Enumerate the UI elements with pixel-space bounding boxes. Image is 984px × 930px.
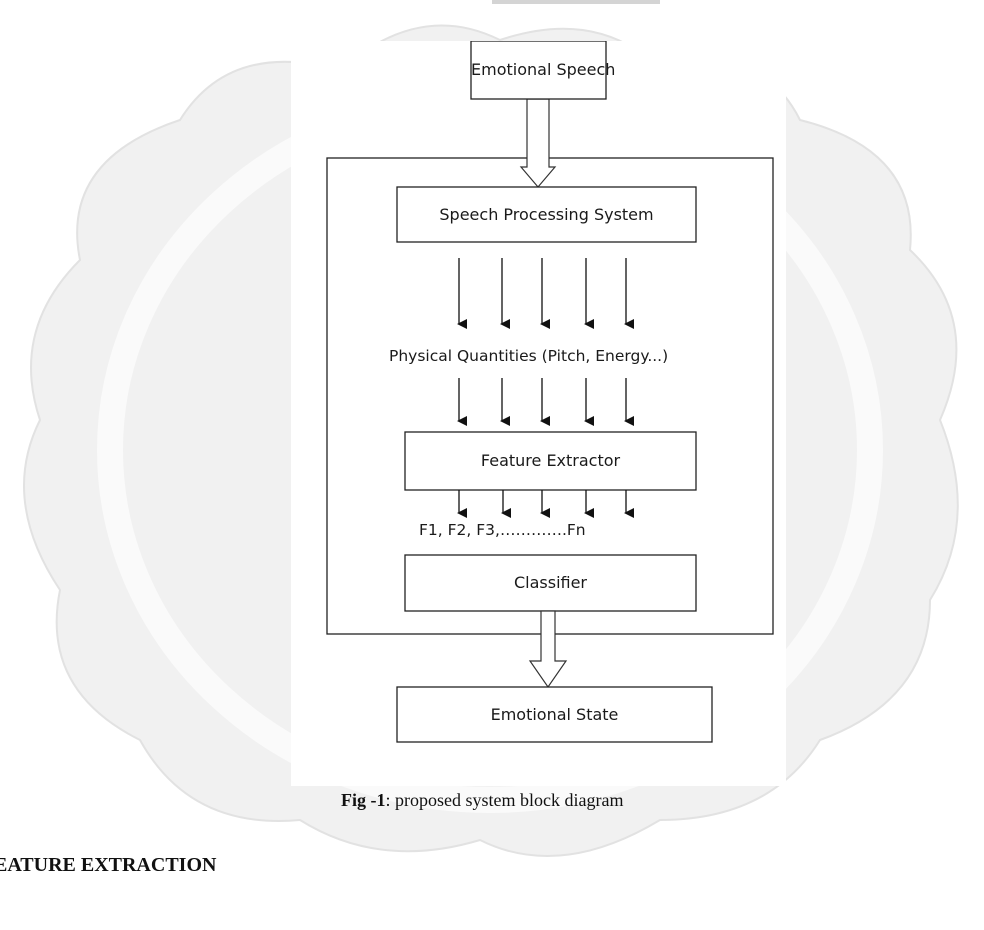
- emotional-state-box: [396, 686, 713, 743]
- features-label: F1, F2, F3,………….Fn: [419, 521, 586, 539]
- input-block-arrow: [519, 98, 557, 188]
- arrow-row-3: [457, 490, 634, 518]
- block-diagram: [326, 41, 774, 743]
- arrow-row-1: [457, 258, 634, 329]
- figure-caption-label: Fig -1: [341, 790, 386, 810]
- emotional-speech-box: [470, 41, 607, 100]
- figure-caption-text: : proposed system block diagram: [385, 790, 624, 810]
- classifier-box: [404, 554, 697, 612]
- emotional-speech-label: Emotional Speech: [471, 60, 616, 79]
- output-block-arrow: [528, 610, 568, 689]
- section-heading: EATURE EXTRACTION: [0, 854, 217, 876]
- emotional-state-label: Emotional State: [490, 705, 619, 724]
- figure-caption: Fig -1: proposed system block diagram: [341, 790, 761, 811]
- speech-processing-label: Speech Processing System: [439, 205, 654, 224]
- figure-panel: Emotional Speech Speech Processing Syste…: [291, 41, 786, 786]
- speech-processing-box: [396, 186, 697, 243]
- classifier-label: Classifier: [513, 573, 588, 592]
- physical-quantities-label: Physical Quantities (Pitch, Energy...): [389, 347, 669, 365]
- feature-extractor-box: [404, 431, 697, 491]
- top-cropped-rule: [492, 0, 660, 4]
- feature-extractor-label: Feature Extractor: [480, 451, 621, 470]
- arrow-row-2: [457, 378, 634, 426]
